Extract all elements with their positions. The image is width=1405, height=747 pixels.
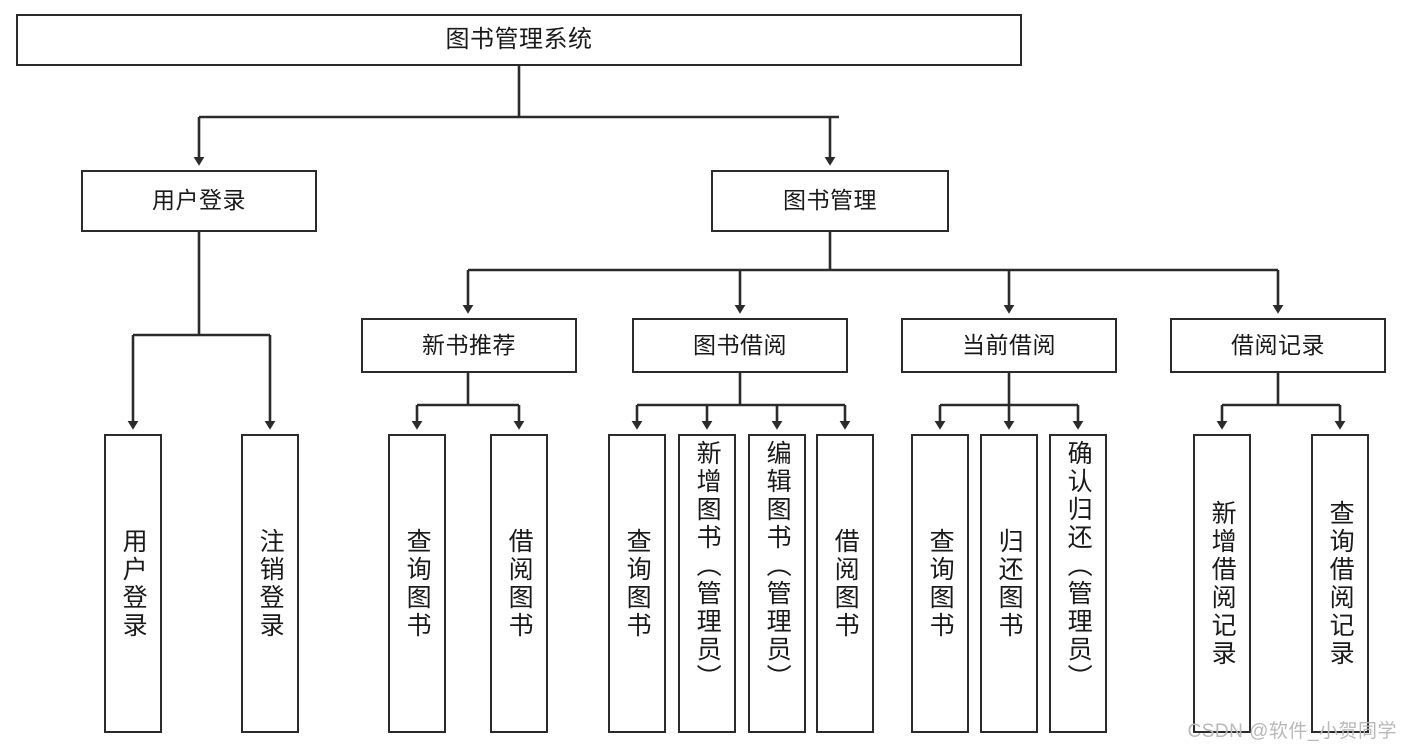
node-new-book-recommend[interactable]: 新书推荐 <box>361 318 577 373</box>
node-label: 归还图书 <box>995 527 1024 640</box>
leaf-new-book-borrow-book[interactable]: 借阅图书 <box>490 434 548 733</box>
node-book-management[interactable]: 图书管理 <box>711 170 949 232</box>
leaf-borrow-record-add-record[interactable]: 新增借阅记录 <box>1193 434 1251 733</box>
node-label: 图书管理系统 <box>445 25 593 53</box>
node-root-book-management-system[interactable]: 图书管理系统 <box>16 14 1022 66</box>
node-label: 借阅记录 <box>1231 331 1325 358</box>
leaf-book-borrow-borrow-book[interactable]: 借阅图书 <box>816 434 874 733</box>
node-user-login[interactable]: 用户登录 <box>81 170 317 232</box>
leaf-user-login-login[interactable]: 用户登录 <box>104 434 162 733</box>
node-borrow-record[interactable]: 借阅记录 <box>1170 318 1386 373</box>
leaf-book-borrow-edit-book-admin[interactable]: 编辑图书（管理员） <box>748 434 806 733</box>
node-label: 新增图书（管理员） <box>693 440 722 692</box>
leaf-book-borrow-query-book[interactable]: 查询图书 <box>608 434 666 733</box>
node-label: 查询借阅记录 <box>1326 499 1355 668</box>
node-label: 查询图书 <box>623 527 652 640</box>
node-label: 注销登录 <box>256 527 285 640</box>
node-label: 编辑图书（管理员） <box>763 440 792 692</box>
node-label: 图书管理 <box>783 187 877 214</box>
node-label: 借阅图书 <box>831 527 860 640</box>
node-label: 用户登录 <box>119 527 148 640</box>
node-label: 新书推荐 <box>422 331 516 358</box>
node-label: 查询图书 <box>926 527 955 640</box>
node-label: 用户登录 <box>152 187 246 214</box>
node-label: 查询图书 <box>403 527 432 640</box>
leaf-current-borrow-return-book[interactable]: 归还图书 <box>980 434 1038 733</box>
leaf-book-borrow-add-book-admin[interactable]: 新增图书（管理员） <box>678 434 736 733</box>
node-label: 新增借阅记录 <box>1208 499 1237 668</box>
leaf-borrow-record-query-record[interactable]: 查询借阅记录 <box>1311 434 1369 733</box>
leaf-current-borrow-confirm-return-admin[interactable]: 确认归还（管理员） <box>1049 434 1107 733</box>
watermark: CSDN @软件_小贺同学 <box>1187 721 1397 742</box>
node-label: 确认归还（管理员） <box>1064 440 1093 692</box>
leaf-user-login-logout[interactable]: 注销登录 <box>241 434 299 733</box>
node-label: 图书借阅 <box>693 331 787 358</box>
node-current-borrow[interactable]: 当前借阅 <box>901 318 1117 373</box>
node-label: 当前借阅 <box>962 331 1056 358</box>
node-label: 借阅图书 <box>505 527 534 640</box>
leaf-current-borrow-query-book[interactable]: 查询图书 <box>911 434 969 733</box>
leaf-new-book-query-book[interactable]: 查询图书 <box>388 434 446 733</box>
node-book-borrow[interactable]: 图书借阅 <box>632 318 848 373</box>
